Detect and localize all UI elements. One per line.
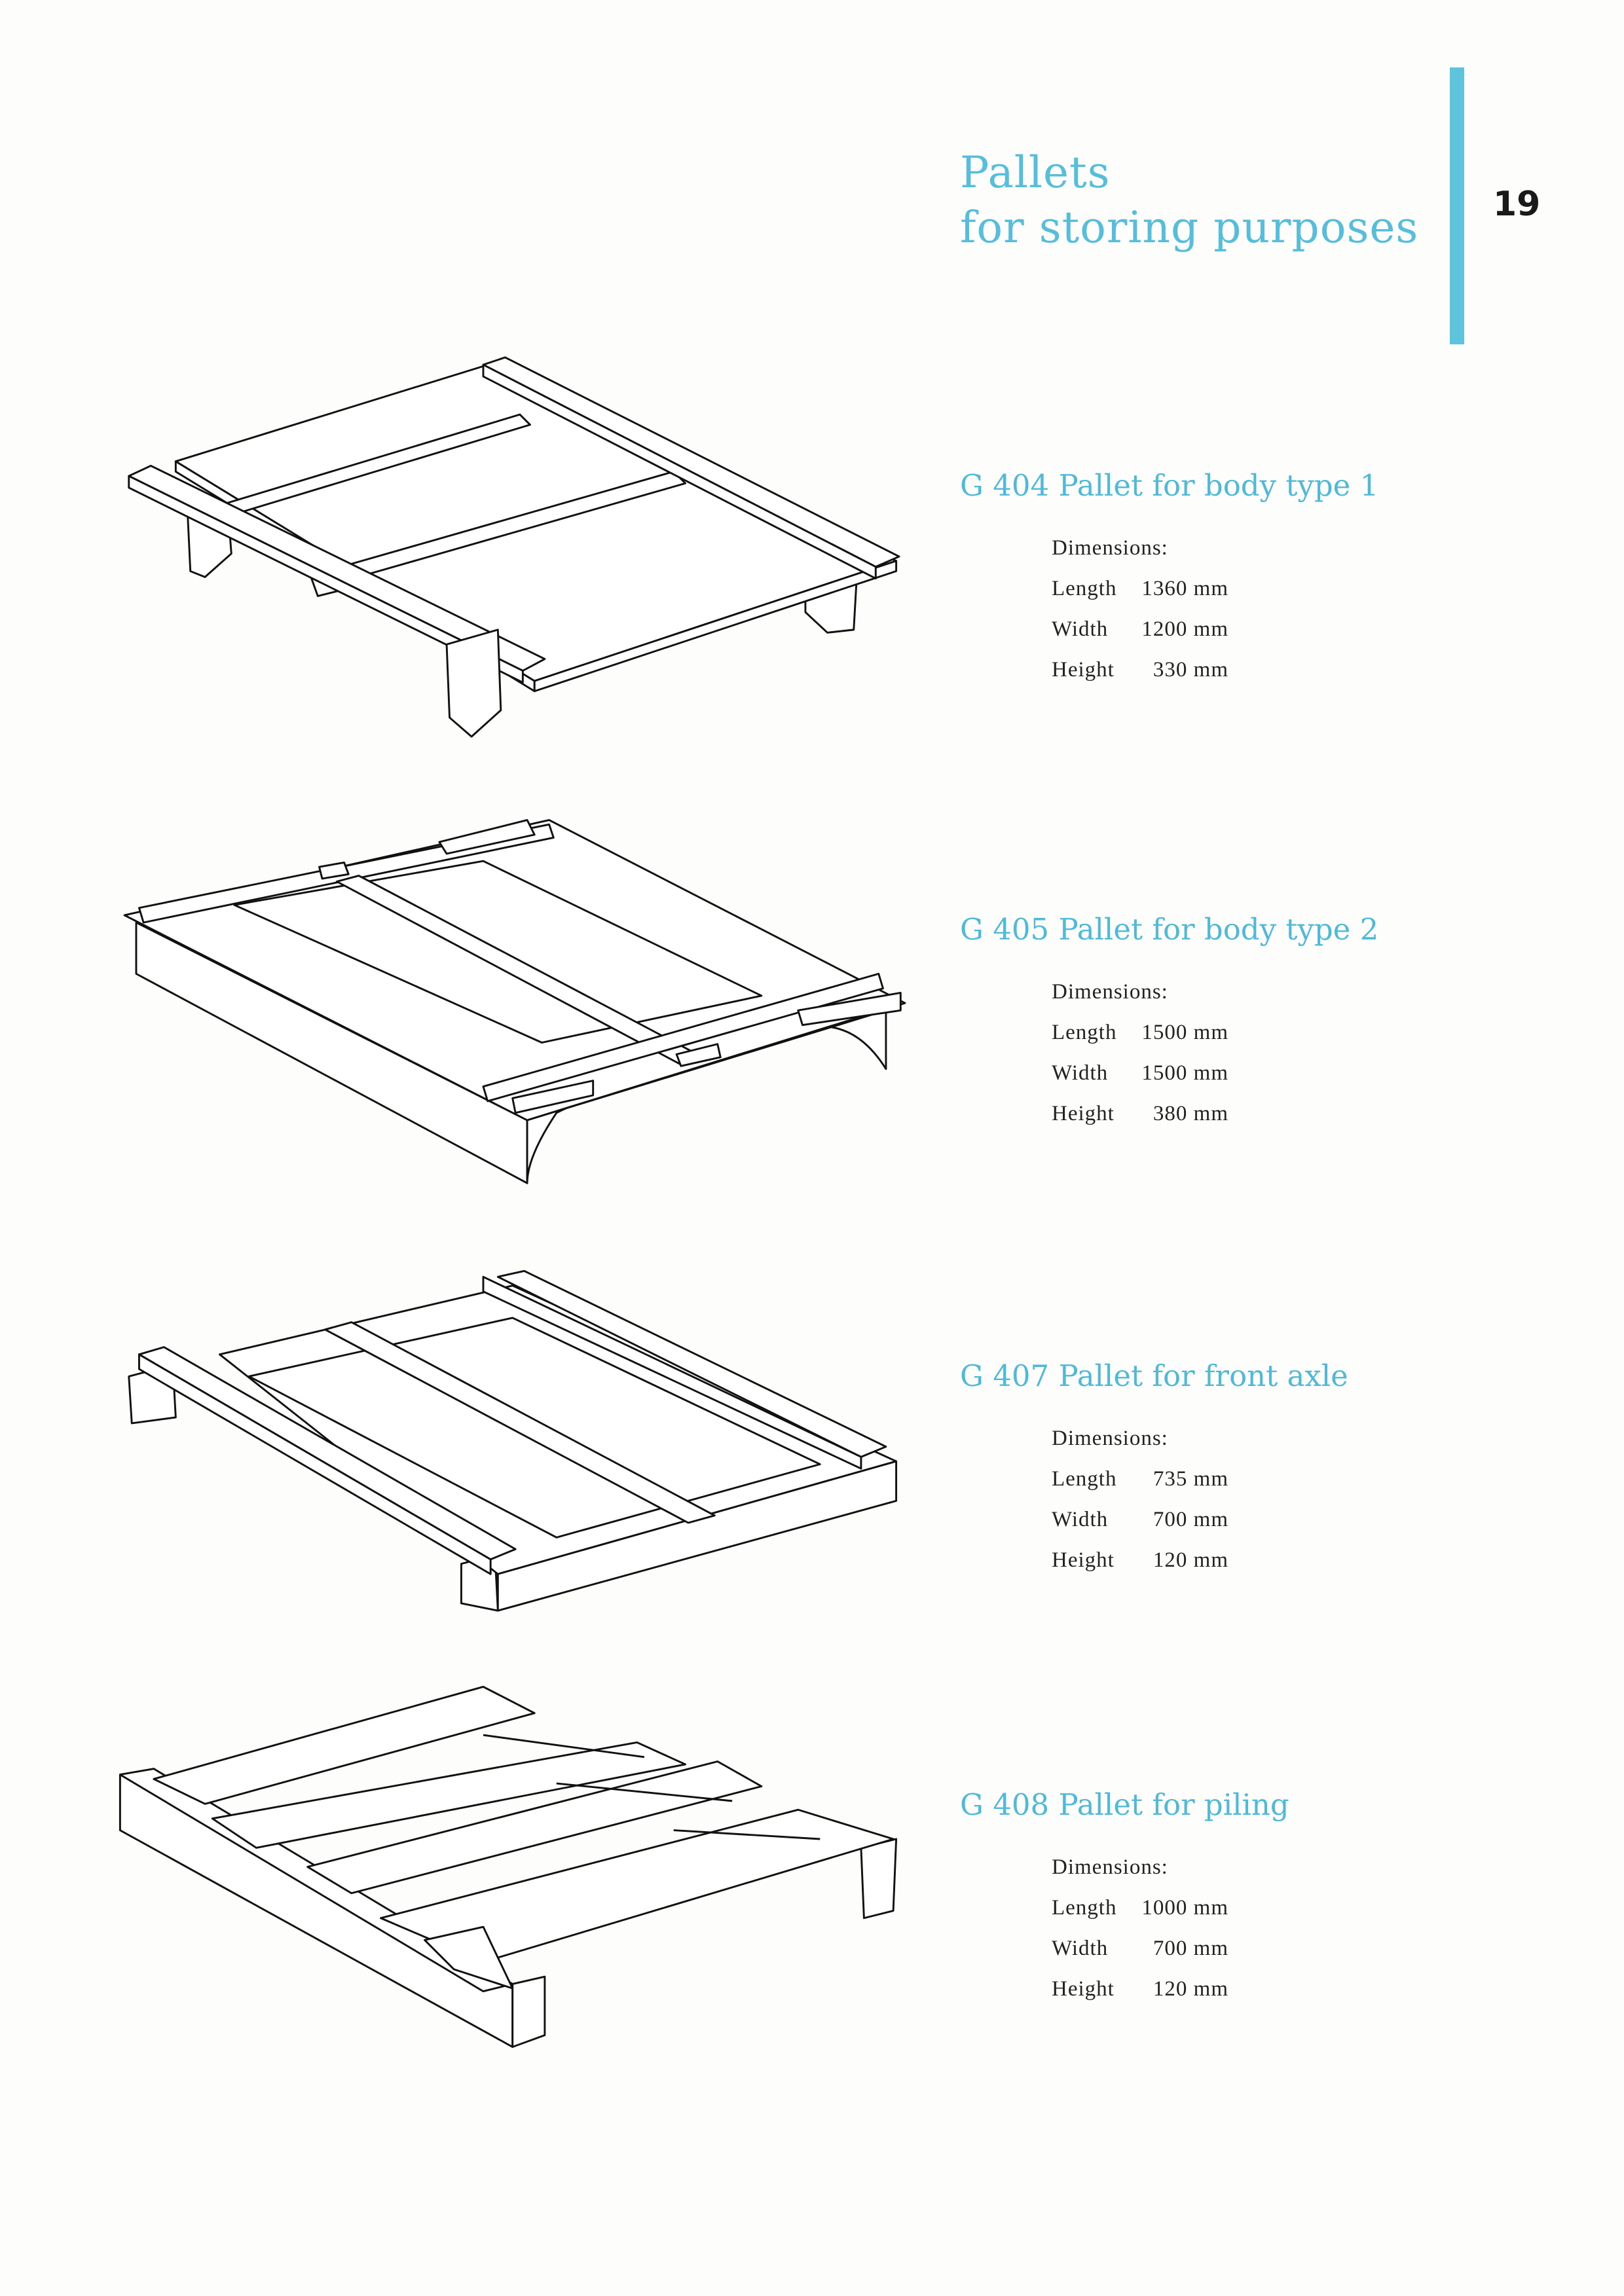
height-value: 120 mm bbox=[1153, 1977, 1228, 2001]
length-label: Length bbox=[1052, 1895, 1117, 1920]
product-heading: G 404 Pallet for body type 1 bbox=[960, 468, 1379, 503]
height-value: 120 mm bbox=[1153, 1548, 1228, 1572]
product-heading: G 405 Pallet for body type 2 bbox=[960, 912, 1379, 947]
dimensions-label: Dimensions: bbox=[1052, 979, 1168, 1004]
pallet-g407-illustration bbox=[128, 1269, 898, 1612]
pallet-g404-illustration bbox=[128, 356, 900, 738]
width-label: Width bbox=[1052, 1507, 1109, 1531]
dimensions-block: Dimensions: Length 1360 mm Width 1200 mm H… bbox=[1052, 528, 1378, 690]
page-number: 19 bbox=[1493, 185, 1541, 224]
length-value: 1500 mm bbox=[1141, 1020, 1228, 1044]
width-value: 700 mm bbox=[1153, 1507, 1228, 1531]
pallet-g408-illustration bbox=[119, 1685, 898, 2049]
page-title: Pallets for storing purposes bbox=[960, 145, 1418, 255]
product-heading: G 408 Pallet for piling bbox=[960, 1787, 1289, 1822]
width-label: Width bbox=[1052, 1061, 1109, 1085]
pallet-g405-illustration bbox=[123, 819, 906, 1184]
height-label: Height bbox=[1052, 1977, 1115, 2001]
dimensions-block: Dimensions: Length 1500 mm Width 1500 mm H… bbox=[1052, 972, 1378, 1134]
dimensions-label: Dimensions: bbox=[1052, 1426, 1168, 1450]
width-label: Width bbox=[1052, 617, 1109, 641]
product-g405: G 405 Pallet for body type 2 Dimensions:… bbox=[960, 912, 1378, 1134]
accent-bar bbox=[1450, 67, 1464, 344]
height-label: Height bbox=[1052, 1548, 1115, 1572]
length-label: Length bbox=[1052, 576, 1117, 600]
length-label: Length bbox=[1052, 1020, 1117, 1044]
length-value: 1360 mm bbox=[1141, 576, 1228, 600]
height-label: Height bbox=[1052, 657, 1115, 682]
product-g407: G 407 Pallet for front axle Dimensions: … bbox=[960, 1358, 1348, 1580]
width-value: 700 mm bbox=[1153, 1936, 1228, 1960]
dimensions-label: Dimensions: bbox=[1052, 1855, 1168, 1879]
product-g408: G 408 Pallet for piling Dimensions: Leng… bbox=[960, 1787, 1289, 2009]
product-g404: G 404 Pallet for body type 1 Dimensions:… bbox=[960, 468, 1378, 690]
dimensions-block: Dimensions: Length 1000 mm Width 700 mm He… bbox=[1052, 1847, 1289, 2009]
height-label: Height bbox=[1052, 1101, 1115, 1125]
length-value: 1000 mm bbox=[1141, 1895, 1228, 1920]
height-value: 330 mm bbox=[1153, 657, 1228, 682]
height-value: 380 mm bbox=[1153, 1101, 1228, 1125]
length-value: 735 mm bbox=[1153, 1467, 1228, 1491]
width-label: Width bbox=[1052, 1936, 1109, 1960]
page-title-line2: for storing purposes bbox=[960, 202, 1419, 253]
product-heading: G 407 Pallet for front axle bbox=[960, 1358, 1348, 1393]
width-value: 1500 mm bbox=[1141, 1061, 1228, 1085]
dimensions-block: Dimensions: Length 735 mm Width 700 mm Hei… bbox=[1052, 1418, 1348, 1580]
width-value: 1200 mm bbox=[1141, 617, 1228, 641]
page-title-line1: Pallets bbox=[960, 147, 1111, 198]
dimensions-label: Dimensions: bbox=[1052, 536, 1168, 560]
length-label: Length bbox=[1052, 1467, 1117, 1491]
